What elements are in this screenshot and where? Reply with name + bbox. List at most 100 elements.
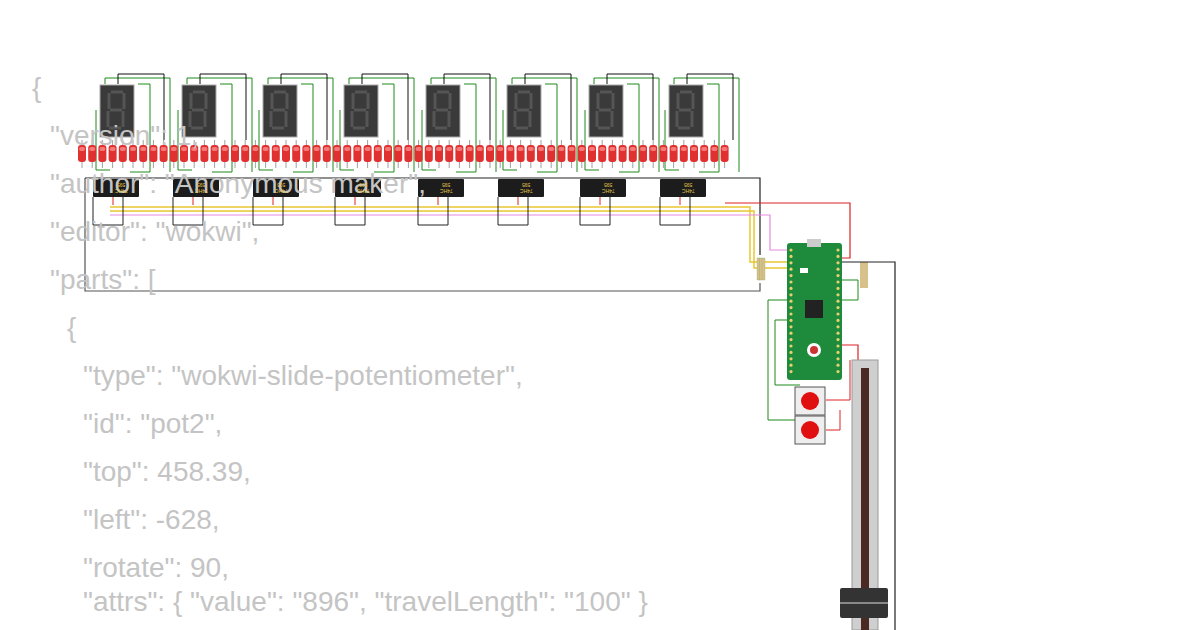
display-segments	[677, 92, 693, 128]
resistor-symbol	[404, 145, 412, 162]
resistor-highlight	[497, 147, 503, 151]
resistor-symbol	[588, 145, 596, 162]
resistor-highlight	[283, 147, 289, 151]
resistor-symbol	[690, 145, 698, 162]
resistor-highlight	[263, 147, 269, 151]
shift-register-chip	[580, 179, 626, 197]
code-text: "version": 1,	[50, 120, 199, 152]
chip-marking: 74HC	[357, 188, 370, 193]
wire	[498, 197, 528, 225]
resistor-symbol	[364, 145, 372, 162]
pin-hole	[789, 248, 792, 251]
pin-hole	[789, 332, 792, 335]
resistor-highlight	[334, 147, 340, 151]
resistor-highlight	[507, 147, 513, 151]
resistor-symbol	[557, 145, 565, 162]
resistor-highlight	[477, 147, 483, 151]
button-cap	[801, 392, 819, 410]
pin-hole	[836, 332, 839, 335]
display-segments	[515, 92, 531, 128]
resistor-symbol	[710, 145, 718, 162]
pin-hole	[789, 255, 792, 258]
pin-hole	[836, 293, 839, 296]
resistor-symbol	[527, 145, 535, 162]
resistor-symbol	[568, 145, 576, 162]
pin-hole	[836, 370, 839, 373]
resistor-highlight	[528, 147, 534, 151]
resistor-symbol	[292, 145, 300, 162]
resistor-symbol	[670, 145, 678, 162]
pin-hole	[836, 319, 839, 322]
resistor-symbol	[659, 145, 667, 162]
button-cap	[801, 421, 819, 439]
code-text: "parts": [	[50, 264, 155, 296]
pin-hole	[789, 370, 792, 373]
code-text: "type": "wokwi-slide-potentiometer",	[83, 360, 523, 392]
resistor-symbol	[313, 145, 321, 162]
pin-hole	[836, 351, 839, 354]
chip-marking: 74HC	[440, 188, 453, 193]
resistor-symbol	[466, 145, 474, 162]
resistor-symbol	[302, 145, 310, 162]
code-text: "rotate": 90,	[83, 552, 229, 584]
display-segments	[352, 92, 368, 128]
pin-hole	[836, 344, 839, 347]
resistor-highlight	[405, 147, 411, 151]
code-text: "id": "pot2",	[83, 408, 222, 440]
resistor-highlight	[518, 147, 524, 151]
resistor-symbol	[455, 145, 463, 162]
pin-hole	[836, 300, 839, 303]
resistor-highlight	[354, 147, 360, 151]
pin-hole	[836, 306, 839, 309]
seven-segment-display	[507, 85, 541, 137]
pin-hole	[789, 293, 792, 296]
resistor-highlight	[660, 147, 666, 151]
resistor-highlight	[446, 147, 452, 151]
resistor-highlight	[599, 147, 605, 151]
resistor-symbol	[343, 145, 351, 162]
resistor-highlight	[395, 147, 401, 151]
resistor-highlight	[640, 147, 646, 151]
seven-segment-display	[589, 85, 623, 137]
resistor-symbol	[374, 145, 382, 162]
resistor-symbol	[394, 145, 402, 162]
resistor-symbol	[721, 145, 729, 162]
resistor-highlight	[487, 147, 493, 151]
pin-hole	[836, 287, 839, 290]
resistor-symbol	[231, 145, 239, 162]
display-segments	[597, 92, 613, 128]
resistor-highlight	[314, 147, 320, 151]
pin-hole	[789, 300, 792, 303]
push-button	[795, 416, 825, 444]
resistor-symbol	[865, 262, 868, 288]
resistor-symbol	[619, 145, 627, 162]
resistor-symbol	[496, 145, 504, 162]
resistor-highlight	[375, 147, 381, 151]
code-text: {	[32, 72, 41, 104]
pin-hole	[789, 325, 792, 328]
resistor-highlight	[416, 147, 422, 151]
resistor-highlight	[467, 147, 473, 151]
resistor-highlight	[456, 147, 462, 151]
usb-connector	[807, 239, 821, 247]
resistor-symbol	[578, 145, 586, 162]
resistor-highlight	[671, 147, 677, 151]
resistor-highlight	[426, 147, 432, 151]
resistor-symbol	[598, 145, 606, 162]
resistor-highlight	[324, 147, 330, 151]
resistor-symbol	[506, 145, 514, 162]
wire	[842, 262, 895, 630]
resistor-symbol	[680, 145, 688, 162]
resistor-highlight	[569, 147, 575, 151]
resistor-highlight	[681, 147, 687, 151]
pin-hole	[836, 325, 839, 328]
resistor-highlight	[548, 147, 554, 151]
code-text: {	[67, 312, 76, 344]
resistor-symbol	[221, 145, 229, 162]
pin-hole	[836, 338, 839, 341]
pin-hole	[789, 261, 792, 264]
resistor-symbol	[629, 145, 637, 162]
seven-segment-display	[669, 85, 703, 137]
resistor-symbol	[282, 145, 290, 162]
